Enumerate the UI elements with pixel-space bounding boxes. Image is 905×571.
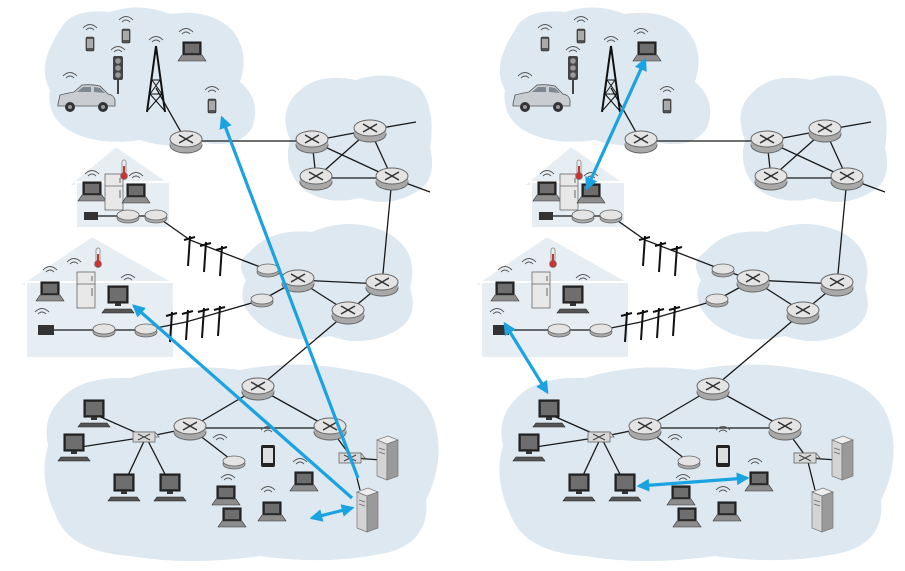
server-icon bbox=[376, 435, 399, 481]
router-icon bbox=[375, 167, 409, 191]
modem-icon bbox=[705, 293, 729, 308]
isp-cloud-middle bbox=[240, 224, 413, 342]
switch-icon bbox=[132, 431, 160, 443]
smartphone-icon bbox=[662, 98, 672, 114]
mobile-to-home-arrow bbox=[585, 57, 647, 191]
modem-icon bbox=[38, 325, 54, 335]
tablet-icon bbox=[261, 445, 275, 467]
router-icon bbox=[365, 273, 399, 297]
utility-poles-top bbox=[638, 235, 683, 277]
router-icon bbox=[786, 301, 820, 325]
utility-pole-icon bbox=[654, 241, 667, 273]
modem-icon bbox=[250, 293, 274, 308]
server-icon bbox=[356, 487, 379, 533]
utility-pole-icon bbox=[213, 305, 226, 337]
utility-pole-icon bbox=[638, 235, 651, 267]
local-path-arrow bbox=[309, 504, 355, 522]
refrigerator-icon bbox=[559, 173, 579, 211]
modem-icon bbox=[539, 212, 553, 220]
router-icon bbox=[736, 269, 770, 293]
router-icon bbox=[820, 273, 854, 297]
smartphone-icon bbox=[540, 36, 550, 52]
left-network-panel bbox=[14, 7, 439, 561]
switch-icon bbox=[587, 431, 615, 443]
router-icon bbox=[768, 417, 802, 441]
router-icon bbox=[241, 377, 275, 401]
smartphone-icon bbox=[576, 28, 586, 44]
modem-icon bbox=[547, 323, 571, 338]
router-icon bbox=[830, 167, 864, 191]
utility-pole-icon bbox=[670, 245, 683, 277]
modem-icon bbox=[711, 263, 735, 278]
refrigerator-icon bbox=[104, 173, 124, 211]
smartphone-icon bbox=[121, 28, 131, 44]
server-icon bbox=[831, 435, 854, 481]
utility-pole-icon bbox=[215, 245, 228, 277]
router-icon bbox=[331, 301, 365, 325]
utility-pole-icon bbox=[652, 307, 665, 339]
router-icon bbox=[295, 130, 329, 154]
utility-pole-icon bbox=[636, 309, 649, 341]
modem-icon bbox=[571, 209, 595, 224]
router-icon bbox=[696, 377, 730, 401]
modem-icon bbox=[599, 209, 623, 224]
utility-pole-icon bbox=[197, 307, 210, 339]
modem-icon bbox=[589, 323, 613, 338]
modem-icon bbox=[222, 455, 246, 470]
home-to-enterprise-arrow bbox=[503, 321, 549, 395]
smartphone-icon bbox=[85, 36, 95, 52]
mobile-network-cloud bbox=[499, 7, 711, 146]
utility-pole-icon bbox=[183, 235, 196, 267]
modem-icon bbox=[134, 323, 158, 338]
refrigerator-icon bbox=[76, 271, 96, 309]
router-icon bbox=[173, 417, 207, 441]
modem-icon bbox=[256, 263, 280, 278]
switch-icon bbox=[793, 452, 821, 464]
enterprise-local-arrow bbox=[636, 472, 750, 492]
smartphone-icon bbox=[207, 98, 217, 114]
modem-icon bbox=[116, 209, 140, 224]
utility-pole-icon bbox=[668, 305, 681, 337]
end-to-end-path-arrow bbox=[132, 304, 354, 500]
router-icon bbox=[628, 417, 662, 441]
right-network-panel bbox=[469, 7, 894, 561]
modem-icon bbox=[144, 209, 168, 224]
refrigerator-icon bbox=[531, 271, 551, 309]
tablet-icon bbox=[716, 445, 730, 467]
mobile-network-cloud bbox=[44, 7, 256, 146]
modem-icon bbox=[84, 212, 98, 220]
router-icon bbox=[169, 130, 203, 154]
router-icon bbox=[750, 130, 784, 154]
router-icon bbox=[353, 119, 387, 143]
server-icon bbox=[811, 487, 834, 533]
router-icon bbox=[754, 167, 788, 191]
modem-icon bbox=[677, 455, 701, 470]
end-to-end-path-arrow bbox=[219, 115, 360, 479]
utility-poles-top bbox=[183, 235, 228, 277]
modem-icon bbox=[92, 323, 116, 338]
modem-icon bbox=[493, 325, 509, 335]
utility-pole-icon bbox=[181, 309, 194, 341]
router-icon bbox=[808, 119, 842, 143]
utility-pole-icon bbox=[199, 241, 212, 273]
router-icon bbox=[624, 130, 658, 154]
isp-cloud-middle bbox=[695, 224, 868, 342]
router-icon bbox=[299, 167, 333, 191]
